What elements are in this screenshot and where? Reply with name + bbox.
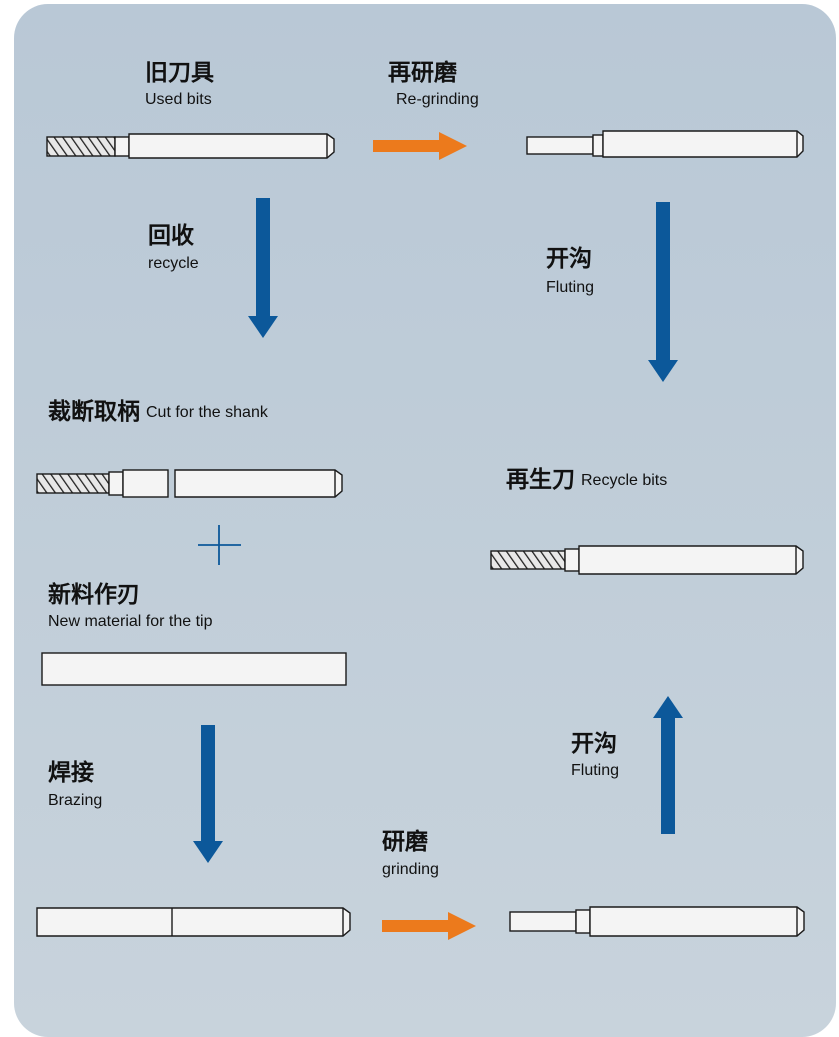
used-bit-tool [46, 133, 335, 159]
recycle-label-en: recycle [148, 255, 199, 272]
regrinding-label-zh: 再研磨 [388, 60, 457, 86]
recycle-bits-label-en: Recycle bits [581, 472, 668, 489]
blue-arrow-recycle-down [248, 198, 278, 338]
blue-arrow-fluting-up [653, 696, 683, 834]
fluting-top-label-en: Fluting [546, 279, 595, 296]
cut-bit-tool [36, 469, 343, 498]
new-material-label-zh: 新料作刃 [48, 582, 140, 608]
blue-arrow-brazing-down [193, 725, 223, 863]
orange-arrow-right-bottom [382, 912, 476, 940]
orange-arrow-right-top [373, 132, 467, 160]
grinding-label-en: grinding [382, 861, 439, 878]
cut-shank-label-en: Cut for the shank [146, 404, 268, 421]
recycle-label-zh: 回收 [148, 223, 194, 249]
brazing-label-zh: 焊接 [48, 760, 94, 786]
new-material-label-en: New material for the tip [48, 613, 213, 630]
used-bits-label-en: Used bits [145, 91, 212, 108]
diagram-panel [14, 4, 836, 1037]
recycle-bits-label-zh: 再生刀 [506, 467, 575, 493]
grinding-label-zh: 研磨 [382, 829, 428, 855]
reground-bit-tool [526, 130, 804, 158]
cut-shank-label: 裁断取柄 Cut for the shank [48, 401, 268, 424]
fluting-bottom-label-en: Fluting [571, 762, 620, 779]
recycle-bits-label: 再生刀 Recycle bits [506, 469, 667, 492]
used-bits-label-zh: 旧刀具 [145, 60, 214, 86]
recycle-bit-tool [490, 545, 804, 575]
fluting-top-label-zh: 开沟 [546, 246, 592, 272]
cut-shank-label-zh: 裁断取柄 [48, 399, 140, 425]
regrinding-label-en: Re-grinding [396, 91, 479, 108]
blue-arrow-fluting-down [648, 202, 678, 382]
brazing-label-en: Brazing [48, 792, 103, 809]
new-material-rod [41, 652, 347, 686]
plus-sign [198, 525, 241, 565]
ground-blank-tool [509, 906, 805, 937]
brazed-blank-tool [36, 907, 351, 937]
fluting-bottom-label-zh: 开沟 [571, 731, 617, 757]
